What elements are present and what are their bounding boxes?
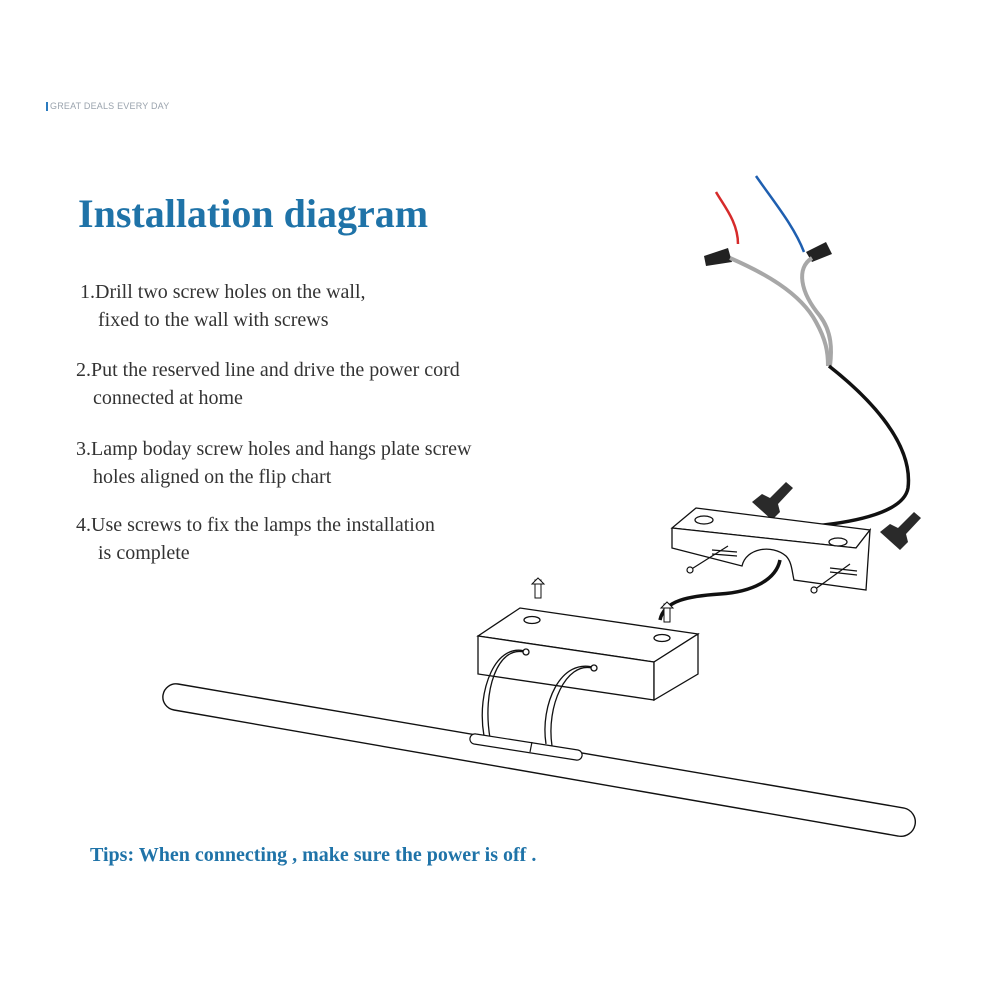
wall-anchor-right [880, 512, 921, 550]
lamp-arms [481, 648, 598, 747]
step-2: 2.Put the reserved line and drive the po… [76, 356, 460, 412]
step-1: 1.Drill two screw holes on the wall, fix… [80, 278, 366, 334]
connector-left [704, 248, 732, 266]
connector-right [806, 242, 832, 262]
step-4-line-2: is complete [98, 542, 190, 564]
blue-wire [754, 175, 806, 253]
step-2-line-2: connected at home [93, 387, 243, 409]
step-4: 4.Use screws to fix the lamps the instal… [76, 511, 435, 567]
hanging-plate [670, 507, 872, 591]
step-3-line-2: holes aligned on the flip chart [93, 466, 332, 488]
grey-wire-right [800, 256, 833, 367]
tips-note: Tips: When connecting , make sure the po… [90, 844, 537, 866]
brand-text: GREAT DEALS EVERY DAY [50, 101, 170, 111]
tube-clamp [469, 733, 583, 761]
step-3: 3.Lamp boday screw holes and hangs plate… [76, 435, 471, 491]
lamp-tube [162, 683, 916, 838]
grey-wire-left [729, 256, 830, 367]
page-title: Installation diagram [78, 191, 429, 236]
lamp-cord [658, 559, 782, 621]
wall-anchor-top [752, 482, 793, 520]
brand-mark [46, 101, 48, 111]
step-3-line-1: 3.Lamp boday screw holes and hangs plate… [76, 438, 472, 460]
lamp-screw-left [530, 577, 546, 599]
step-1-line-1: 1.Drill two screw holes on the wall, [80, 281, 366, 303]
power-cord [813, 364, 911, 528]
step-4-line-1: 4.Use screws to fix the lamps the instal… [76, 514, 435, 536]
red-wire [714, 191, 740, 245]
brand-watermark: GREAT DEALS EVERY DAY [46, 101, 169, 111]
plate-screws [686, 545, 851, 594]
lamp-screw-right [659, 601, 675, 623]
step-1-line-2: fixed to the wall with screws [98, 309, 329, 331]
step-2-line-1: 2.Put the reserved line and drive the po… [76, 359, 460, 381]
